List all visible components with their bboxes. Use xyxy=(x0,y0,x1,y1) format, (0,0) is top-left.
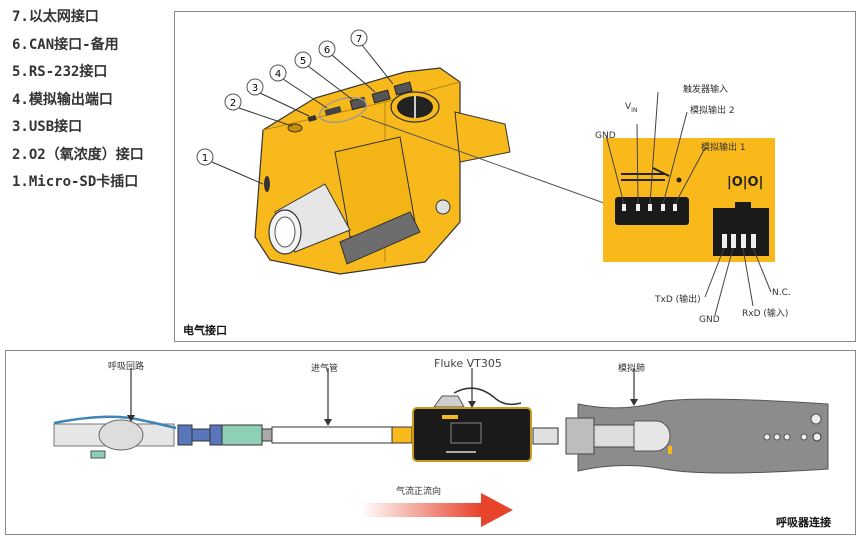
panel-caption-ventilator: 呼吸器连接 xyxy=(776,516,831,529)
port-legend: 7.以太网接口 6.CAN接口-备用 5.RS-232接口 4.模拟输出端口 3… xyxy=(12,6,144,199)
label-nc: N.C. xyxy=(772,288,791,298)
ethernet-port-symbol: |O|O| xyxy=(727,175,764,190)
callout-5-label: 5 xyxy=(300,56,306,67)
legend-item-rs232: 5.RS-232接口 xyxy=(12,64,108,80)
callout-2 xyxy=(224,93,293,127)
label-vin: VIN xyxy=(625,102,637,114)
device-illustration: 1 2 3 4 5 6 7 xyxy=(196,29,775,316)
label-gnd-bottom: GND xyxy=(699,315,720,325)
callout-3 xyxy=(246,78,310,117)
label-trigger-input: 触发器输入 xyxy=(683,85,729,95)
callout-3-label: 3 xyxy=(252,83,258,94)
callout-1-label: 1 xyxy=(202,153,208,164)
legend-item-ethernet: 7.以太网接口 xyxy=(12,9,99,25)
inlet-tube xyxy=(271,426,393,444)
legend-item-analog-out: 4.模拟输出端口 xyxy=(12,91,113,108)
legend-item-microsd: 1.Micro-SD卡插口 xyxy=(12,174,139,190)
connection-illustration xyxy=(53,368,829,527)
label-fluke-vt305: Fluke VT305 xyxy=(434,357,502,370)
label-rxd: RxD (输入) xyxy=(742,309,789,319)
label-breathing-circuit: 呼吸回路 xyxy=(108,362,145,372)
label-analog-out-1: 模拟输出 1 xyxy=(701,143,746,153)
label-txd: TxD (输出) xyxy=(655,295,701,305)
callouts: 1 2 3 4 5 6 7 xyxy=(196,29,394,185)
callout-1 xyxy=(196,148,264,185)
label-vin-main: V xyxy=(625,102,632,112)
callout-7 xyxy=(350,29,394,85)
breathing-circuit xyxy=(53,368,177,459)
label-flow-direction: 气流正流向 xyxy=(396,487,442,497)
label-test-lung: 模拟肺 xyxy=(618,364,646,374)
callout-7-label: 7 xyxy=(356,34,362,45)
legend-item-o2: 2.O2（氧浓度）接口 xyxy=(12,146,144,163)
callout-4-label: 4 xyxy=(275,69,281,80)
legend-item-can: 6.CAN接口-备用 xyxy=(12,36,119,53)
test-lung xyxy=(565,368,829,474)
callout-2-label: 2 xyxy=(230,98,236,109)
callout-5 xyxy=(294,51,354,101)
callout-6-label: 6 xyxy=(324,45,330,56)
ventilator-connection-panel: 呼吸回路 进气管 Fluke VT305 模拟肺 气流正流向 呼吸器连接 xyxy=(5,350,856,535)
analyzer-device xyxy=(254,67,616,275)
fluke-vt305-device xyxy=(412,368,532,462)
panel-caption-electrical: 电气接口 xyxy=(183,324,227,337)
connector-detail xyxy=(603,91,775,316)
callout-4 xyxy=(269,64,328,109)
callout-6 xyxy=(318,40,376,93)
label-gnd-top: GND xyxy=(595,131,616,141)
label-inlet-tube: 进气管 xyxy=(311,364,339,374)
airflow-arrow-icon xyxy=(361,493,513,527)
legend-item-usb: 3.USB接口 xyxy=(12,119,83,135)
label-analog-out-2: 模拟输出 2 xyxy=(690,106,735,116)
electrical-interface-panel: 1 2 3 4 5 6 7 xyxy=(174,11,856,342)
label-vin-sub: IN xyxy=(631,106,638,114)
green-connector xyxy=(221,424,263,446)
